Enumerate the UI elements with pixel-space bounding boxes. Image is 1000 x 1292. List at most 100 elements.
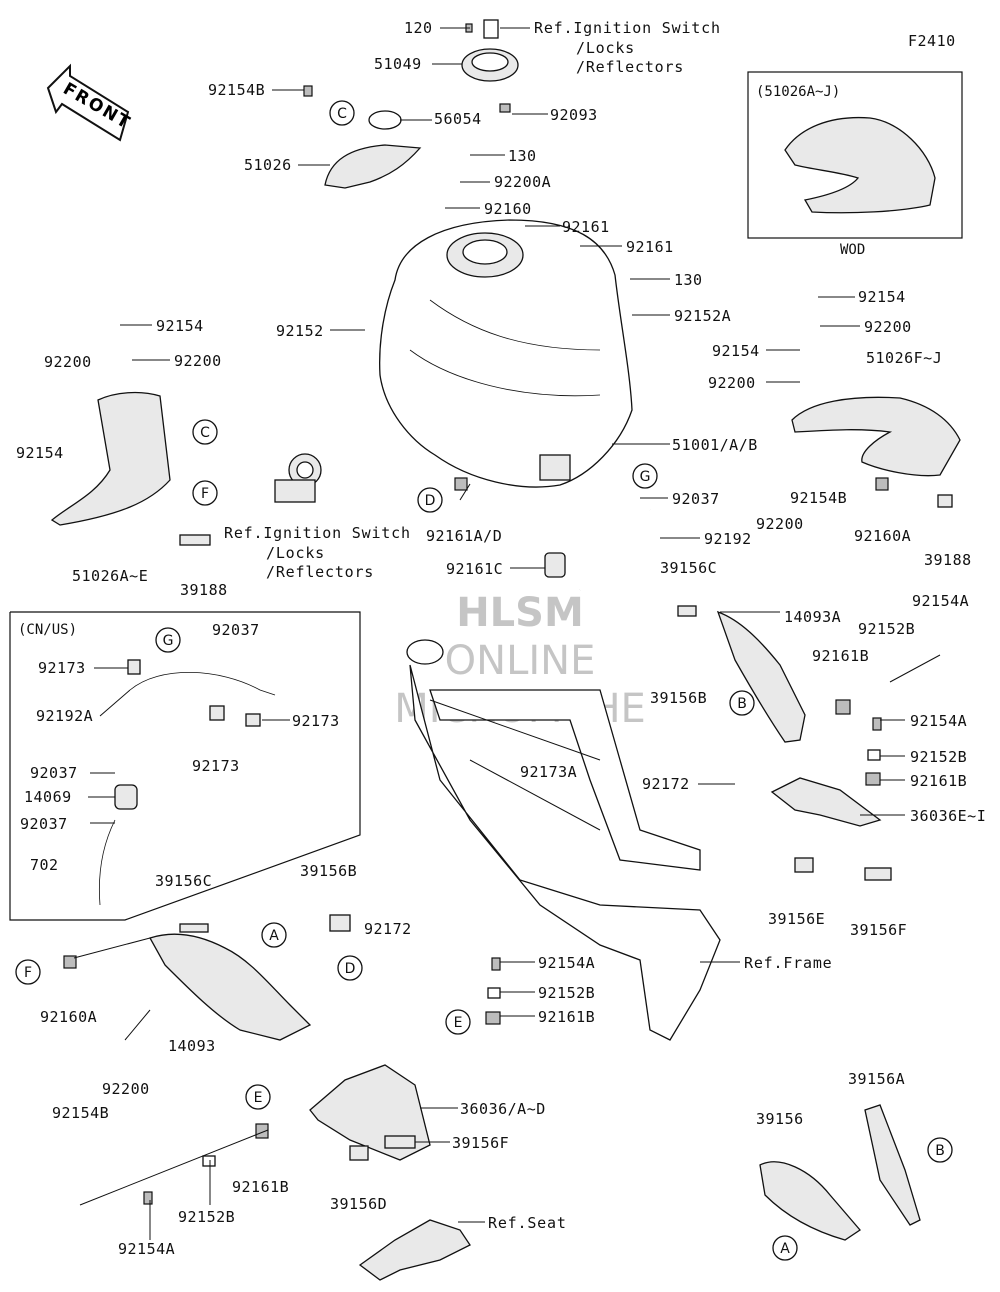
label-36036ei: 36036E~I [910, 807, 986, 825]
label-92037-main: 92037 [672, 490, 720, 508]
label-92200-right-b: 92200 [708, 374, 756, 392]
svg-text:A: A [780, 1241, 790, 1257]
label-51049: 51049 [374, 55, 422, 73]
label-92152b-r1: 92152B [858, 620, 915, 638]
label-92037-cn-b: 92037 [30, 764, 78, 782]
label-ref-ignition-top-2: /Locks [576, 39, 635, 57]
ignition-switch [274, 453, 322, 503]
label-39156b-left: 39156B [300, 862, 357, 880]
label-92154a-bottom: 92154A [118, 1240, 175, 1258]
label-ref-ignition-top-3: /Reflectors [576, 58, 684, 76]
label-51026: 51026 [244, 156, 292, 174]
label-39156d: 39156D [330, 1195, 387, 1213]
label-14093: 14093 [168, 1037, 216, 1055]
label-92192a: 92192A [36, 707, 93, 725]
svg-text:A: A [269, 928, 279, 944]
callout-d-left: D [337, 955, 363, 981]
part-labels: 120 Ref.Ignition Switch /Locks /Reflecto… [16, 19, 986, 1258]
rubber-92161c [544, 552, 566, 578]
label-92173-b: 92173 [292, 712, 340, 730]
pad-39156e [794, 857, 814, 873]
callout-e-mid: E [445, 1009, 471, 1035]
callout-f-bottom: F [15, 959, 41, 985]
bracket-36036ei [770, 777, 882, 827]
label-92154b-bottom: 92154B [52, 1104, 109, 1122]
label-92160a-right: 92160A [854, 527, 911, 545]
upper-cover-51026 [324, 144, 422, 189]
label-92200-bottom: 92200 [102, 1080, 150, 1098]
label-92152: 92152 [276, 322, 324, 340]
label-92161-b: 92161 [626, 238, 674, 256]
label-92154a-mid: 92154A [538, 954, 595, 972]
svg-text:D: D [345, 961, 356, 977]
label-92154-left-b: 92154 [16, 444, 64, 462]
label-130-b: 130 [674, 271, 703, 289]
label-92172-left: 92172 [364, 920, 412, 938]
fuel-tank [379, 219, 633, 488]
cover-14093a [716, 610, 806, 743]
svg-text:E: E [454, 1015, 463, 1031]
callout-e-left: E [245, 1084, 271, 1110]
label-92154-left: 92154 [156, 317, 204, 335]
callout-d-main: D [417, 487, 443, 513]
svg-text:F: F [24, 965, 32, 981]
label-92200-right: 92200 [864, 318, 912, 336]
pad-39156a [864, 1104, 921, 1226]
label-92152b-mid: 92152B [538, 984, 595, 1002]
label-39156c-left: 39156C [155, 872, 212, 890]
label-ref-ignition-top-1: Ref.Ignition Switch [534, 19, 721, 37]
svg-text:C: C [200, 425, 210, 441]
leader-lines [73, 27, 941, 1240]
label-14093a: 14093A [784, 608, 841, 626]
frame [406, 639, 721, 1041]
label-ref-ignition-mid-2: /Locks [266, 544, 325, 562]
wod-box: (51026A~J) WOD [747, 71, 963, 258]
label-39156f-bottom: 39156F [452, 1134, 509, 1152]
wod-box-header: (51026A~J) [756, 84, 840, 100]
label-92161c: 92161C [446, 560, 503, 578]
pad-39156c-left [179, 923, 209, 933]
label-92154a-r1: 92154A [912, 592, 969, 610]
label-702: 702 [30, 856, 59, 874]
callout-g-cn: G [155, 627, 181, 653]
front-arrow-icon: FRONT [46, 63, 134, 142]
pad-39156c-right [677, 605, 697, 617]
pad-39156 [759, 1161, 861, 1241]
cn-us-parts [98, 659, 276, 906]
label-120: 120 [404, 19, 433, 37]
cover-14093 [149, 933, 312, 1041]
svg-text:B: B [737, 696, 747, 712]
label-92200-left-a: 92200 [44, 353, 92, 371]
label-ref-seat: Ref.Seat [488, 1214, 567, 1232]
label-56054: 56054 [434, 110, 482, 128]
svg-text:G: G [163, 633, 174, 649]
label-ref-frame: Ref.Frame [744, 954, 832, 972]
fuel-cap-assembly [303, 19, 519, 130]
label-130-a: 130 [508, 147, 537, 165]
callout-b-right: B [729, 690, 755, 716]
pad-39156f-bottom [384, 1135, 416, 1149]
callout-g-main: G [632, 463, 658, 489]
side-cover-right [791, 396, 961, 477]
label-92154b-right: 92154B [790, 489, 847, 507]
label-92161b-mid: 92161B [538, 1008, 595, 1026]
label-92152a: 92152A [674, 307, 731, 325]
label-92093: 92093 [550, 106, 598, 124]
label-92154a-r2: 92154A [910, 712, 967, 730]
svg-text:B: B [935, 1143, 945, 1159]
pad-39156d [349, 1145, 369, 1161]
label-39188-left: 39188 [180, 581, 228, 599]
label-92037-cn-c: 92037 [20, 815, 68, 833]
seat-bracket [358, 1219, 471, 1281]
label-92173-a: 92173 [38, 659, 86, 677]
callout-c-top: C [329, 100, 355, 126]
svg-text:G: G [640, 469, 651, 485]
diagram-code: F2410 [908, 32, 956, 50]
label-92192: 92192 [704, 530, 752, 548]
label-92160: 92160 [484, 200, 532, 218]
label-39156f-right: 39156F [850, 921, 907, 939]
label-92161b-r1: 92161B [812, 647, 869, 665]
fasteners-mid [63, 477, 889, 1205]
label-36036ad: 36036/A~D [460, 1100, 546, 1118]
